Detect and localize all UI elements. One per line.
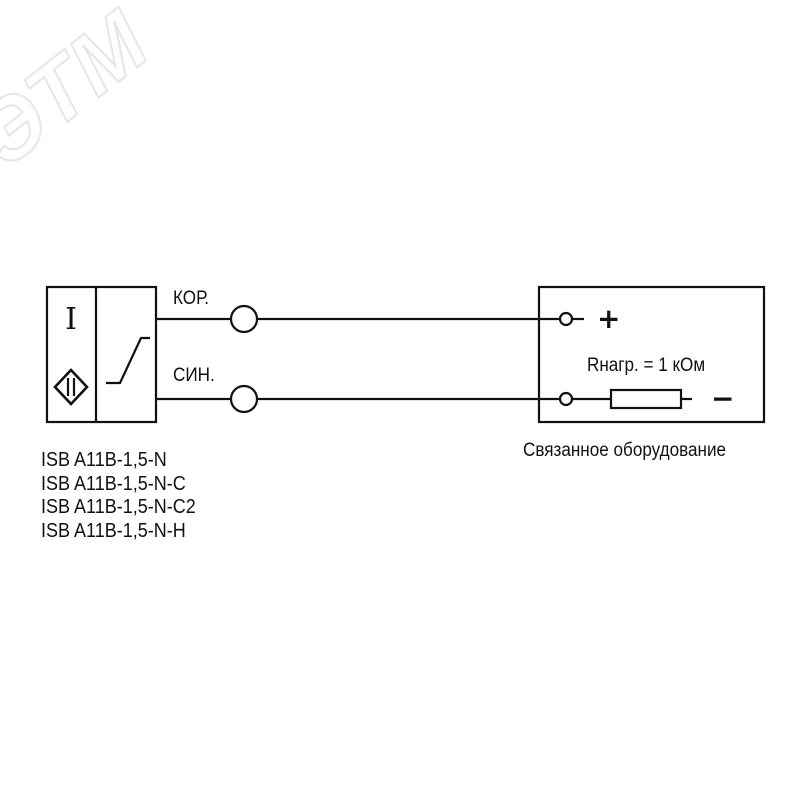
inductive-sensor-icon <box>53 368 89 406</box>
model-item: ISB A11B-1,5-N-H <box>41 519 186 542</box>
plus-sign: + <box>597 302 621 335</box>
equipment-terminal-plus <box>558 311 574 327</box>
watermark: ЭТМ <box>0 0 168 186</box>
load-resistor-label: Rнагр. = 1 кОм <box>587 355 706 376</box>
wire-label-blue: СИН. <box>173 365 215 386</box>
terminal-top <box>229 304 259 334</box>
sensor-body <box>45 285 158 424</box>
model-item: ISB A11B-1,5-N-C <box>41 472 186 495</box>
terminal-bottom <box>229 384 259 414</box>
wiring <box>156 285 766 424</box>
load-resistor <box>609 388 683 410</box>
sensor-symbol <box>45 285 158 424</box>
sensor-type-letter: I <box>65 302 77 337</box>
wire-label-brown: КОР. <box>173 288 209 309</box>
watermark-text: ЭТМ <box>0 0 167 185</box>
equipment-terminal-minus <box>558 391 574 407</box>
equipment-caption: Связанное оборудование <box>523 440 727 461</box>
model-item: ISB A11B-1,5-N <box>41 449 167 471</box>
minus-sign: − <box>711 382 735 415</box>
switch-characteristic-icon <box>106 336 150 385</box>
model-item: ISB A11B-1,5-N-C2 <box>41 496 196 518</box>
model-list: ISB A11B-1,5-N ISB A11B-1,5-N-C ISB A11B… <box>41 449 196 543</box>
equipment-box <box>537 285 766 424</box>
